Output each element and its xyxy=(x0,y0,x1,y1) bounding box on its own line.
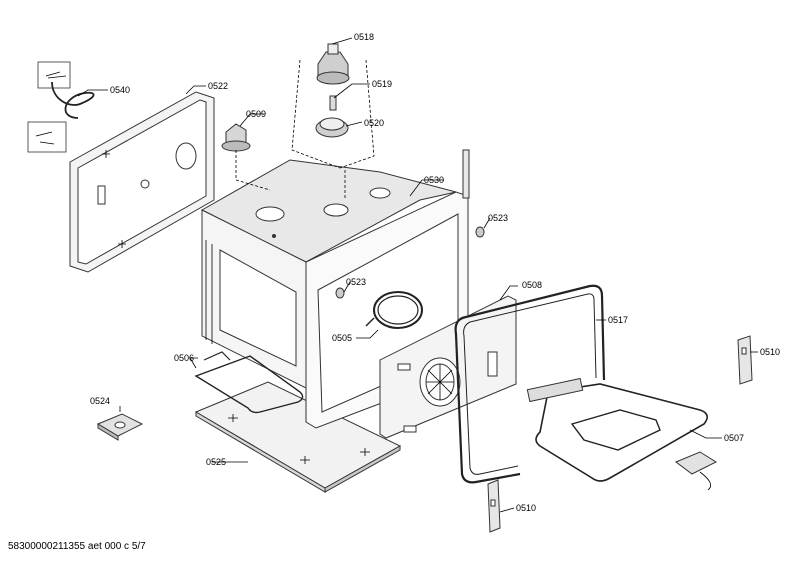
label-0509: 0509 xyxy=(246,109,266,119)
label-0510-bottom: 0510 xyxy=(516,503,536,513)
pin-0523-right xyxy=(475,226,485,238)
fan-bushing-0519 xyxy=(329,95,337,111)
label-0517: 0517 xyxy=(608,315,628,325)
grill-element-0517 xyxy=(454,284,606,484)
rail-clip-0510-top xyxy=(737,335,753,385)
label-0523-right: 0523 xyxy=(488,213,508,223)
lamp-0509 xyxy=(221,123,251,152)
label-0506: 0506 xyxy=(174,353,194,363)
label-0540: 0540 xyxy=(110,85,130,95)
fan-ring-0520 xyxy=(315,117,349,138)
label-0507: 0507 xyxy=(724,433,744,443)
label-0505: 0505 xyxy=(332,333,352,343)
label-0520: 0520 xyxy=(364,118,384,128)
label-0510-top: 0510 xyxy=(760,347,780,357)
label-0508: 0508 xyxy=(522,280,542,290)
wire-harness-0540 xyxy=(27,61,95,153)
pin-0523-left xyxy=(335,287,345,299)
drawing-reference: 58300000211355 aet 000 c 5/7 xyxy=(8,541,146,552)
label-0523-left: 0523 xyxy=(346,277,366,287)
fan-cover-0508 xyxy=(379,295,517,439)
rail-clip-0510-bottom xyxy=(487,479,501,533)
label-0518: 0518 xyxy=(354,32,374,42)
label-0530: 0530 xyxy=(424,175,444,185)
bottom-heater-0506 xyxy=(194,351,304,414)
bracket-0524 xyxy=(96,413,144,441)
ring-heater-0505 xyxy=(365,291,423,329)
label-0519: 0519 xyxy=(372,79,392,89)
label-0525: 0525 xyxy=(206,457,226,467)
bottom-heater-0507 xyxy=(526,377,708,482)
sensor-clip xyxy=(675,451,718,491)
base-plate-0525 xyxy=(194,381,402,493)
oven-cavity-0530 xyxy=(200,149,470,429)
label-0522: 0522 xyxy=(208,81,228,91)
fan-motor-0518 xyxy=(316,43,350,85)
rear-panel-0522 xyxy=(69,91,215,273)
part-labels: 0518 0519 0520 0540 0522 0509 0530 0523 … xyxy=(90,32,780,513)
label-0524: 0524 xyxy=(90,396,110,406)
leader-lines xyxy=(77,37,758,513)
